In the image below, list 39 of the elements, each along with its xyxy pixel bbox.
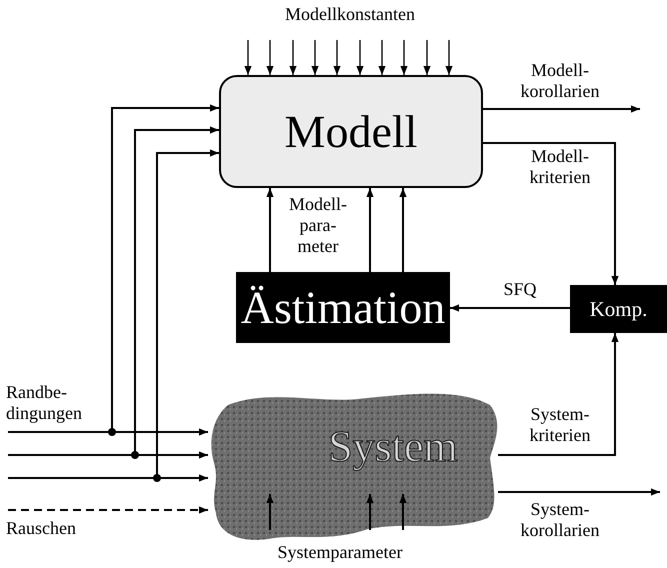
arrow	[266, 494, 274, 530]
arrow	[366, 494, 374, 530]
edge-label: System- korollarien	[520, 499, 600, 541]
estimation-box	[236, 272, 450, 343]
arrow	[400, 40, 408, 75]
arrow	[311, 40, 319, 75]
edge-label: Rauschen	[6, 518, 77, 539]
arrow	[483, 142, 619, 285]
arrow	[498, 488, 660, 496]
edge-label: Modell- korollarien	[520, 60, 600, 102]
arrow	[483, 105, 640, 113]
arrow	[356, 40, 364, 75]
parameter-label: Systemparameter	[276, 542, 404, 563]
input-label: Modellkonstanten	[284, 4, 416, 25]
arrow	[378, 40, 386, 75]
arrow	[450, 304, 570, 312]
node-title: Ästimation	[240, 284, 446, 330]
arrow	[8, 506, 208, 514]
arrow	[423, 40, 431, 75]
arrow	[399, 188, 407, 272]
arrow	[366, 188, 374, 272]
arrow	[333, 40, 341, 75]
arrow	[399, 494, 407, 530]
input-label: Randbe- dingungen	[6, 382, 83, 424]
edge-label: SFQ	[502, 279, 538, 300]
arrow	[266, 40, 274, 75]
edge-label: System- kriterien	[528, 404, 592, 446]
arrow	[498, 333, 619, 456]
parameter-label: Modell- para- meter	[288, 194, 348, 257]
node-title: Modell	[284, 108, 418, 154]
arrow	[445, 40, 453, 75]
comparator-box	[570, 285, 667, 333]
node-title: System	[328, 425, 458, 469]
node-title: Komp.	[590, 298, 648, 320]
edge-label: Modell- kriterien	[528, 146, 592, 188]
arrow	[244, 40, 252, 75]
model-box	[219, 75, 483, 188]
arrow	[289, 40, 297, 75]
arrow	[266, 188, 274, 272]
